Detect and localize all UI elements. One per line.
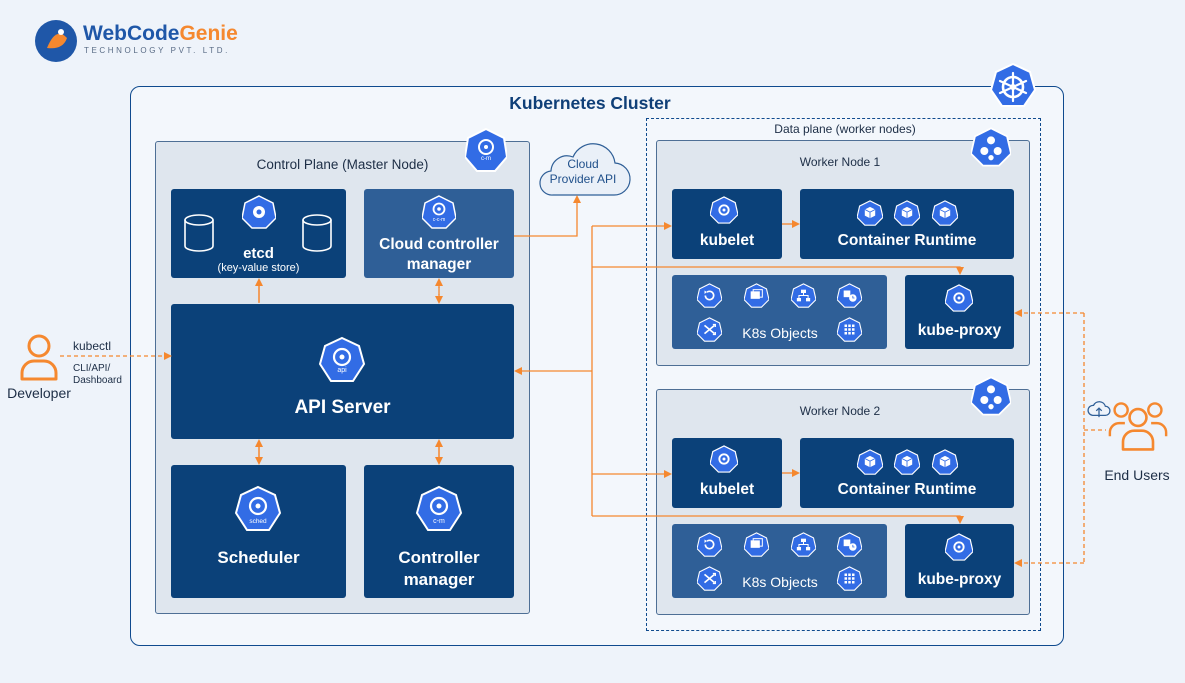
scheduler-icon-text: sched xyxy=(249,518,267,525)
kubelet-label-2: kubelet xyxy=(699,481,755,498)
ccm-hex-icon: c-c-m xyxy=(421,195,457,229)
etcd-label: etcd xyxy=(243,245,274,262)
k8s-objects-1-deployment-icon xyxy=(697,283,722,308)
controller-manager-icon-text: c-m xyxy=(433,518,445,525)
k8s-objects-2-pod-icon xyxy=(744,532,769,557)
cloud-icon xyxy=(539,143,631,196)
worker-node-2-badge-icon xyxy=(971,376,1011,416)
cloud-upload-icon xyxy=(1087,401,1111,418)
cluster-title: Kubernetes Cluster xyxy=(509,93,671,113)
k8s-objects-label-2: K8s Objects xyxy=(742,574,818,590)
cloud-label-line1: Cloud xyxy=(567,157,599,171)
database-icon-left xyxy=(184,214,214,252)
runtime-2-cube-icon-c xyxy=(932,449,958,475)
api-server-label: API Server xyxy=(294,397,391,418)
data-plane-title: Data plane (worker nodes) xyxy=(774,122,916,136)
control-plane-badge-text: c-m xyxy=(481,156,491,162)
ccm-label-line1: Cloud controller xyxy=(379,236,499,253)
controller-manager-icon: c-m xyxy=(415,485,463,533)
cli-label-line1: CLI/API/ xyxy=(73,363,111,374)
end-users-label: End Users xyxy=(1104,467,1170,483)
kubelet-2-icon xyxy=(710,445,738,473)
controller-manager-label-line2: manager xyxy=(403,570,475,589)
container-runtime-label-2: Container Runtime xyxy=(837,481,977,498)
cli-label-line2: Dashboard xyxy=(73,375,122,386)
database-icon-right xyxy=(302,214,332,252)
logo-tagline: TECHNOLOGY PVT. LTD. xyxy=(84,46,230,55)
developer-person-icon xyxy=(20,334,58,381)
api-server-icon: api xyxy=(318,336,366,384)
etcd-hex-icon xyxy=(242,195,276,229)
kube-proxy-label-1: kube-proxy xyxy=(917,322,1002,339)
kubernetes-wheel-icon xyxy=(989,62,1037,107)
kube-proxy-label-2: kube-proxy xyxy=(917,571,1002,588)
worker-node-1-badge-icon xyxy=(971,127,1011,167)
runtime-2-cube-icon-b xyxy=(894,449,920,475)
k8s-objects-2-replicaset-icon xyxy=(837,566,862,591)
kubelet-label-1: kubelet xyxy=(699,232,755,249)
runtime-1-cube-icon-c xyxy=(932,200,958,226)
k8s-objects-label-1: K8s Objects xyxy=(742,325,818,341)
cloud-label-line2: Provider API xyxy=(549,172,617,186)
logo-name-part1: WebCode xyxy=(83,22,180,45)
worker-node-1-title: Worker Node 1 xyxy=(799,155,881,169)
ccm-label-line2: manager xyxy=(406,256,472,273)
proxy-2-icon xyxy=(945,533,973,561)
k8s-objects-2-ingress-icon xyxy=(697,566,722,591)
k8s-objects-2-deployment-icon xyxy=(697,532,722,557)
logo-name-part2: Genie xyxy=(179,22,238,45)
scheduler-icon: sched xyxy=(234,485,282,533)
runtime-1-cube-icon-b xyxy=(894,200,920,226)
k8s-objects-1-ingress-icon xyxy=(697,317,722,342)
controller-manager-label-line1: Controller xyxy=(398,548,480,567)
runtime-1-cube-icon-a xyxy=(857,200,883,226)
k8s-objects-1-cronjob-icon xyxy=(837,283,862,308)
k8s-objects-1-replicaset-icon xyxy=(837,317,862,342)
end-users-icon xyxy=(1108,402,1168,451)
ccm-icon-text: c-c-m xyxy=(432,217,446,223)
genie-logo-icon xyxy=(35,20,77,62)
kubectl-label: kubectl xyxy=(73,339,112,353)
developer-label: Developer xyxy=(7,385,71,401)
k8s-objects-2-cronjob-icon xyxy=(837,532,862,557)
proxy-1-icon xyxy=(945,284,973,312)
api-icon-text: api xyxy=(337,367,347,374)
control-plane-badge-icon: c-m xyxy=(463,127,509,172)
logo: WebCodeGenie TECHNOLOGY PVT. LTD. xyxy=(33,18,243,66)
container-runtime-label-1: Container Runtime xyxy=(837,232,977,249)
scheduler-label: Scheduler xyxy=(217,548,300,567)
worker-node-2-title: Worker Node 2 xyxy=(799,404,881,418)
k8s-objects-1-service-icon xyxy=(791,283,816,308)
k8s-objects-2-service-icon xyxy=(791,532,816,557)
control-plane-title: Control Plane (Master Node) xyxy=(256,157,429,172)
kubelet-1-icon xyxy=(710,196,738,224)
data-plane xyxy=(646,118,1041,631)
k8s-objects-1-pod-icon xyxy=(744,283,769,308)
etcd-sublabel: (key-value store) xyxy=(217,262,300,274)
runtime-2-cube-icon-a xyxy=(857,449,883,475)
